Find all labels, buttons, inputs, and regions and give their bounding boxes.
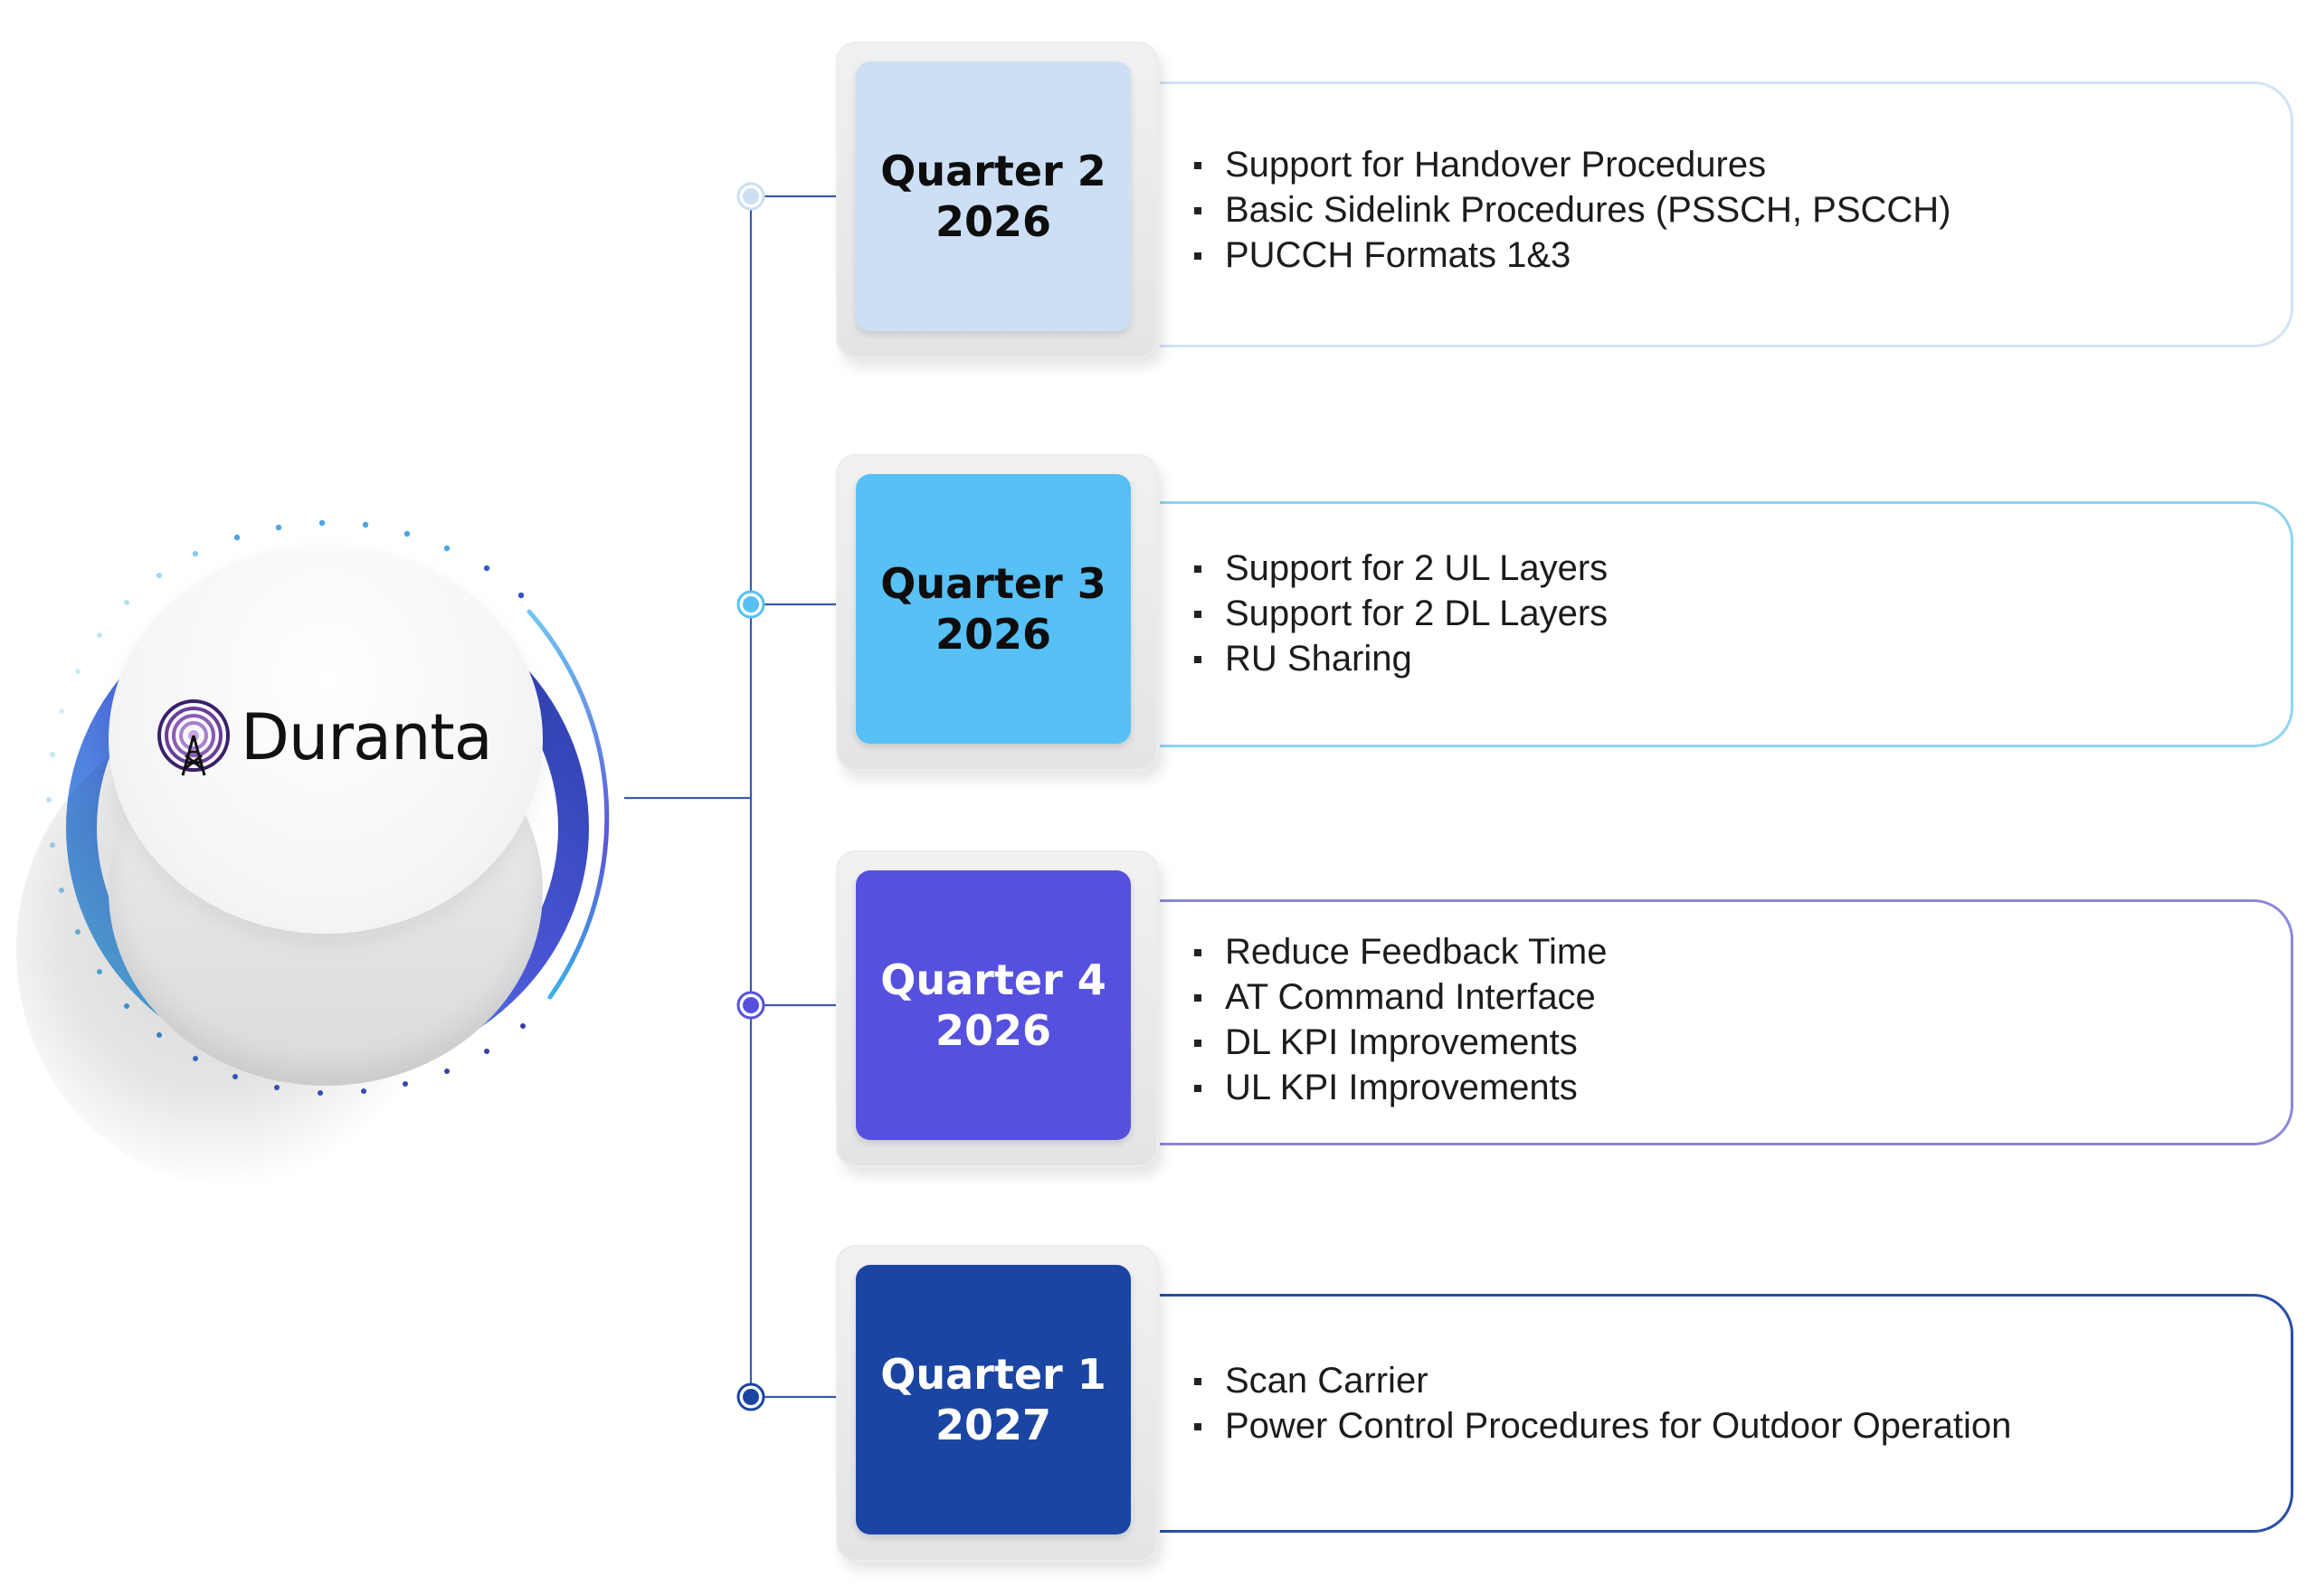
milestone-feature-item: UL KPI Improvements — [1194, 1065, 1607, 1110]
duranta-logo-icon — [157, 699, 230, 776]
milestone-feature-item: AT Command Interface — [1194, 974, 1607, 1020]
quarter-label: Quarter 4 — [880, 955, 1106, 1004]
timeline-nodes — [736, 182, 765, 1411]
brand-name: Duranta — [241, 700, 493, 774]
quarter-year: 2026 — [935, 1006, 1052, 1055]
milestone-feature-item: Power Control Procedures for Outdoor Ope… — [1194, 1403, 2011, 1449]
timeline-node-core — [743, 1389, 759, 1405]
timeline-node-core — [743, 188, 759, 204]
quarter-year: 2026 — [935, 197, 1052, 246]
milestone-feature-item: Support for 2 DL Layers — [1194, 591, 1608, 636]
milestone-feature-item: Support for 2 UL Layers — [1194, 546, 1608, 591]
timeline-node-core — [743, 596, 759, 613]
milestone-feature-item: PUCCH Formats 1&3 — [1194, 233, 1951, 278]
dotted-orbit — [46, 519, 526, 1096]
quarter-year: 2026 — [935, 610, 1052, 659]
quarter-label: Quarter 1 — [880, 1350, 1106, 1399]
milestone-feature-item: Scan Carrier — [1194, 1358, 2011, 1403]
connectors — [624, 195, 836, 1399]
milestone-feature-item: RU Sharing — [1194, 636, 1608, 681]
quarter-label: Quarter 2 — [880, 147, 1106, 195]
milestone-feature-item: Reduce Feedback Time — [1194, 929, 1607, 974]
milestone-feature-item: DL KPI Improvements — [1194, 1020, 1607, 1065]
milestone-feature-item: Basic Sidelink Procedures (PSSCH, PSCCH) — [1194, 187, 1951, 233]
quarter-label: Quarter 3 — [880, 559, 1106, 608]
quarter-year: 2027 — [935, 1401, 1052, 1449]
milestone-feature-item: Support for Handover Procedures — [1194, 142, 1951, 187]
timeline-node-core — [743, 997, 759, 1013]
orbit-arc — [527, 609, 610, 1000]
